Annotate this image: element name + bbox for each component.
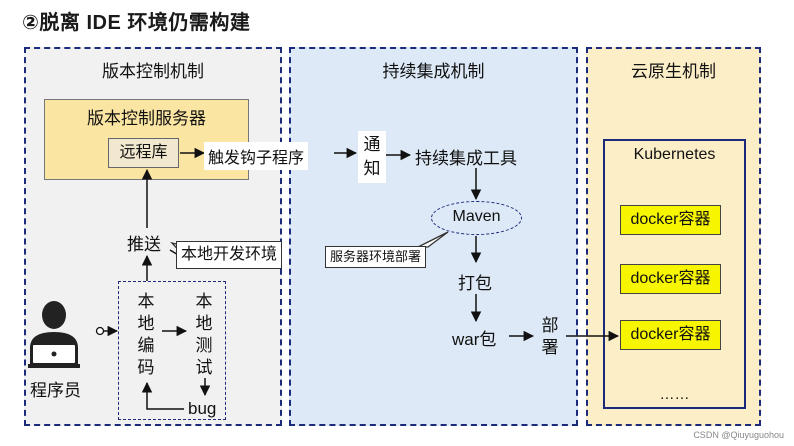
local-env-callout: 本地开发环境 xyxy=(176,241,283,269)
deploy-char-1: 部 xyxy=(541,316,559,335)
docker-container-3: docker容器 xyxy=(620,320,721,350)
remote-repo-box: 远程库 xyxy=(108,138,179,168)
local-code-char-4: 码 xyxy=(137,358,155,377)
programmer-label: 程序员 xyxy=(30,381,81,400)
local-test-label: 本 地 测 试 xyxy=(194,291,214,379)
local-code-char-1: 本 xyxy=(137,292,155,311)
arrow-bug-to-code xyxy=(141,381,184,410)
section-continuous-integration: 持续集成机制 xyxy=(289,47,578,426)
local-test-char-2: 地 xyxy=(195,314,213,333)
section-title-cloud-native: 云原生机制 xyxy=(631,62,716,81)
ci-tool-label: 持续集成工具 xyxy=(415,149,517,168)
local-code-char-3: 编 xyxy=(137,336,155,355)
programmer-icon xyxy=(28,301,80,368)
docker-container-1: docker容器 xyxy=(620,205,721,235)
notify-label: 通 知 xyxy=(358,131,386,183)
maven-ellipse: Maven xyxy=(431,201,522,235)
deploy-char-2: 署 xyxy=(541,338,559,357)
war-label: war包 xyxy=(452,330,497,349)
notify-char-2: 知 xyxy=(363,159,381,178)
local-dev-box xyxy=(118,281,226,420)
deploy-label: 部 署 xyxy=(540,315,560,359)
local-test-char-1: 本 xyxy=(195,292,213,311)
trigger-hook-label: 触发钩子程序 xyxy=(204,142,309,170)
section-title-continuous-integration: 持续集成机制 xyxy=(382,62,485,81)
notify-char-1: 通 xyxy=(363,135,381,154)
section-title-version-control: 版本控制机制 xyxy=(102,62,204,81)
server-env-callout: 服务器环境部署 xyxy=(325,246,427,268)
docker-container-2: docker容器 xyxy=(620,264,721,294)
local-code-char-2: 地 xyxy=(137,314,155,333)
ellipsis-label: …… xyxy=(659,386,690,403)
package-label: 打包 xyxy=(458,274,492,293)
local-test-char-3: 测 xyxy=(195,336,213,355)
push-label: 推送 xyxy=(127,235,161,254)
version-control-server-label: 版本控制服务器 xyxy=(87,109,206,128)
bug-label: bug xyxy=(188,399,217,418)
server-env-callout-tail xyxy=(417,231,449,248)
local-test-char-4: 试 xyxy=(195,358,213,377)
page-title: ②脱离 IDE 环境仍需构建 xyxy=(22,12,251,34)
programmer-connector-dot xyxy=(95,326,105,336)
local-code-label: 本 地 编 码 xyxy=(136,291,156,379)
watermark: CSDN @Qiuyuguohou xyxy=(693,430,784,440)
kubernetes-label: Kubernetes xyxy=(633,146,716,163)
